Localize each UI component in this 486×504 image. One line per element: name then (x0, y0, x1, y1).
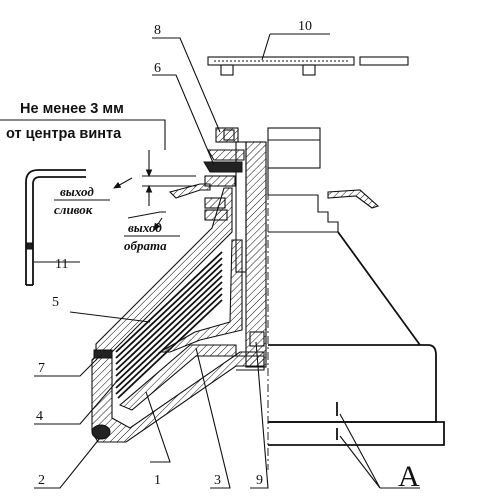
callout-2: 2 (38, 473, 45, 488)
skim-outlet-label-1: выход (128, 220, 162, 235)
cream-outlet-label-2: сливок (54, 202, 93, 217)
callout-6: 6 (154, 61, 161, 76)
callout-9: 9 (256, 473, 263, 488)
callout-10: 10 (298, 19, 312, 34)
drum-exterior-view (267, 127, 445, 446)
callout-3: 3 (214, 473, 221, 488)
callout-A: A (398, 460, 420, 493)
dimension-3mm (0, 119, 196, 231)
min-distance-note-line-2: от центра винта (6, 126, 122, 142)
callout-5: 5 (52, 295, 59, 310)
callout-11: 11 (55, 257, 68, 272)
key-tool-part-10 (207, 56, 409, 76)
callout-8: 8 (154, 23, 161, 38)
min-distance-note-line-1: Не менее 3 мм (20, 101, 124, 117)
callout-1: 1 (154, 473, 161, 488)
leader-lines (34, 33, 420, 489)
drum-section-view (91, 127, 267, 443)
skim-outlet-label-2: обрата (124, 238, 167, 253)
callout-4: 4 (36, 409, 43, 424)
callout-7: 7 (38, 361, 45, 376)
cream-outlet-label-1: выход (60, 184, 94, 199)
outlet-trays (127, 183, 380, 219)
key-part-11 (25, 169, 86, 286)
